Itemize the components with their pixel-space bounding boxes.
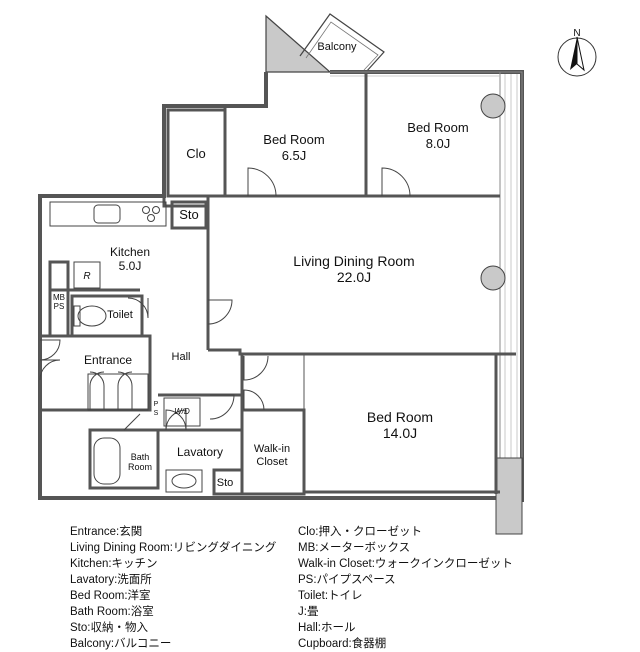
ps-label: PS [54, 302, 65, 311]
bedroom-8-0-size: 8.0J [426, 136, 451, 151]
entrance-label: Entrance [84, 353, 132, 367]
legend-left: Entrance:玄関 Living Dining Room:リビングダイニング… [70, 524, 276, 652]
fixtures [49, 93, 506, 493]
legend-right: Clo:押入・クローゼット MB:メーターボックス Walk-in Closet… [298, 524, 513, 652]
kitchen-size: 5.0J [119, 259, 142, 273]
living-dining-name: Living Dining Room [293, 253, 414, 269]
bedroom-14-0-size: 14.0J [383, 425, 417, 441]
bedroom-8-0-name: Bed Room [407, 120, 468, 135]
bedroom-6-5-name: Bed Room [263, 132, 324, 147]
hall-label: Hall [172, 351, 191, 363]
right-balcony [330, 71, 523, 535]
walkin-closet-line1: Walk-in [254, 443, 290, 455]
bath-room-line1: Bath [131, 452, 150, 462]
legend-item: Bath Room:浴室 [70, 606, 154, 618]
legend-item: MB:メーターボックス [298, 542, 411, 554]
legend-item: Hall:ホール [298, 622, 356, 634]
legend-item: Toilet:トイレ [298, 590, 363, 602]
mb-label: MB [53, 293, 65, 302]
clo-label: Clo [186, 146, 206, 161]
north-label: N [573, 28, 580, 39]
north-arrow-icon: N [557, 28, 597, 77]
balcony-area [265, 13, 385, 73]
ps-label-p: P [154, 401, 159, 408]
fridge-label: R [83, 271, 90, 282]
walkin-closet-line2: Closet [256, 456, 287, 468]
legend-item: Walk-in Closet:ウォークインクローゼット [298, 558, 513, 570]
legend-item: PS:パイプスペース [298, 574, 396, 586]
lavatory-label: Lavatory [177, 445, 223, 459]
bedroom-6-5-size: 6.5J [282, 148, 307, 163]
ps-label-s: S [154, 410, 159, 417]
sto-label-2: Sto [217, 477, 234, 489]
interior-walls [40, 74, 516, 496]
legend-item: J:畳 [298, 606, 319, 618]
balcony-label: Balcony [317, 41, 357, 53]
living-dining-size: 22.0J [337, 269, 371, 285]
toilet-label: Toilet [107, 309, 133, 321]
legend-item: Entrance:玄関 [70, 526, 143, 538]
legend-item: Lavatory:洗面所 [70, 574, 152, 586]
legend-item: Sto:収納・物入 [70, 622, 148, 634]
legend-item: Bed Room:洋室 [70, 590, 151, 602]
doors [39, 167, 411, 431]
legend-item: Kitchen:キッチン [70, 558, 158, 570]
sto-label-1: Sto [179, 207, 199, 222]
kitchen-name: Kitchen [110, 245, 150, 259]
legend-item: Balcony:バルコニー [70, 638, 172, 650]
legend-item: Living Dining Room:リビングダイニング [70, 542, 277, 554]
legend-item: Cupboard:食器棚 [298, 638, 387, 650]
legend-item: Clo:押入・クローゼット [298, 526, 422, 538]
washer-label: W/D [174, 407, 190, 416]
bedroom-14-0-name: Bed Room [367, 409, 433, 425]
bath-room-line2: Room [128, 462, 152, 472]
